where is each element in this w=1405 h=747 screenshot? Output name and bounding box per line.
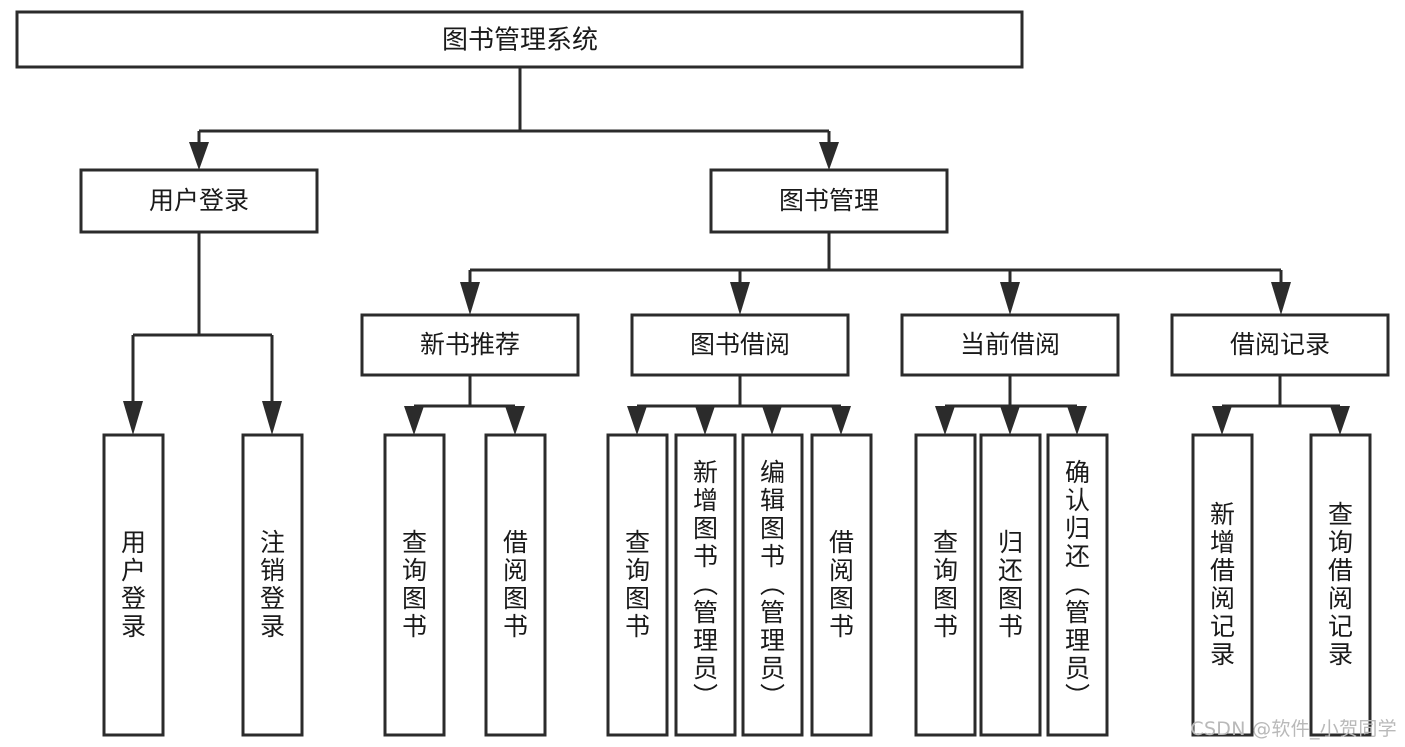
node-book-manage[interactable]: 图书管理 <box>709 168 949 234</box>
arrow-to-leaf-return-book <box>1000 406 1020 435</box>
arrow-to-leaf-query-book-1 <box>404 406 424 435</box>
root-label: 图书管理系统 <box>442 26 598 56</box>
leaf-box-return-book[interactable] <box>979 433 1042 737</box>
connector-borrow-record-to-leaves <box>1212 375 1350 435</box>
arrow-to-book-borrow <box>730 282 750 315</box>
node-new-book-recommend[interactable]: 新书推荐 <box>360 313 580 377</box>
book-manage-label: 图书管理 <box>779 186 879 215</box>
connector-book-borrow-to-leaves <box>627 375 851 435</box>
arrow-to-new-book-recommend <box>460 282 480 315</box>
arrow-to-leaf-logout <box>262 401 282 435</box>
leaf-box-query-book-2[interactable] <box>606 433 669 737</box>
arrow-to-current-borrow <box>1000 282 1020 315</box>
node-root[interactable]: 图书管理系统 <box>15 10 1024 69</box>
arrow-to-leaf-query-book-3 <box>935 406 955 435</box>
leaf-box-query-record[interactable] <box>1309 433 1372 737</box>
node-user-login[interactable]: 用户登录 <box>79 168 319 234</box>
root-box[interactable] <box>15 10 1024 69</box>
connector-new-book-recommend-to-leaves <box>404 375 525 435</box>
current-borrow-box[interactable] <box>900 313 1120 377</box>
arrow-to-leaf-borrow-book-2 <box>831 406 851 435</box>
leaf-box-borrow-book-2[interactable] <box>810 433 873 737</box>
current-borrow-label: 当前借阅 <box>960 330 1060 359</box>
arrow-to-book-manage <box>819 142 839 170</box>
user-login-label: 用户登录 <box>149 186 249 215</box>
book-borrow-label: 图书借阅 <box>690 330 790 359</box>
leaf-box-add-book[interactable] <box>674 433 737 737</box>
leaf-box-user-login[interactable] <box>102 433 165 737</box>
leaf-box-logout[interactable] <box>241 433 304 737</box>
arrow-to-user-login <box>189 142 209 170</box>
leaf-box-edit-book[interactable] <box>741 433 804 737</box>
leaf-box-add-record[interactable] <box>1191 433 1254 737</box>
leaf-box-query-book-3[interactable] <box>914 433 977 737</box>
csdn-watermark: CSDN @软件_小贺同学 <box>1190 718 1397 740</box>
arrow-to-leaf-borrow-book-1 <box>505 406 525 435</box>
node-book-borrow[interactable]: 图书借阅 <box>630 313 850 377</box>
connector-user-login-to-leaves <box>123 232 282 435</box>
borrow-record-label: 借阅记录 <box>1230 330 1330 359</box>
node-borrow-record[interactable]: 借阅记录 <box>1170 313 1390 377</box>
leaf-box-borrow-book-1[interactable] <box>484 433 547 737</box>
new-book-recommend-label: 新书推荐 <box>420 330 520 359</box>
arrow-to-leaf-query-book-2 <box>627 406 647 435</box>
leaf-box-confirm-return[interactable] <box>1046 433 1109 737</box>
node-current-borrow[interactable]: 当前借阅 <box>900 313 1120 377</box>
arrow-to-leaf-user-login <box>123 401 143 435</box>
arrow-to-leaf-edit-book <box>762 406 782 435</box>
arrow-to-leaf-query-record <box>1330 406 1350 435</box>
connector-root-to-level2 <box>189 67 839 170</box>
connector-book-manage-to-level3 <box>460 232 1291 315</box>
arrow-to-borrow-record <box>1271 282 1291 315</box>
new-book-recommend-box[interactable] <box>360 313 580 377</box>
arrow-to-leaf-confirm-return <box>1067 406 1087 435</box>
connector-current-borrow-to-leaves <box>935 375 1087 435</box>
arrow-to-leaf-add-book <box>695 406 715 435</box>
leaf-box-query-book-1[interactable] <box>383 433 446 737</box>
user-login-box[interactable] <box>79 168 319 234</box>
arrow-to-leaf-add-record <box>1212 406 1232 435</box>
